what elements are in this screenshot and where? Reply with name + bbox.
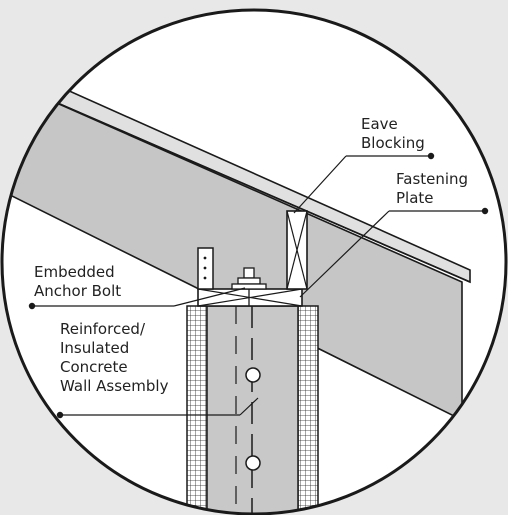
label-wall-assembly: Reinforced/ Insulated Concrete Wall Asse…: [60, 320, 168, 396]
rebar-circle-lower: [245, 455, 261, 471]
insulation-right: [297, 305, 319, 514]
label-anchor-bolt-line2: Anchor Bolt: [34, 282, 122, 300]
label-wall-assembly-line1: Reinforced/: [60, 320, 145, 338]
detail-circle-outline: [0, 8, 508, 515]
label-eave-blocking-line1: Eave: [361, 115, 398, 133]
label-wall-assembly-line4: Wall Assembly: [60, 377, 169, 395]
label-fastening-plate-line1: Fastening: [396, 170, 469, 188]
anchor-bolt: [243, 267, 255, 279]
label-anchor-bolt: Embedded Anchor Bolt: [34, 263, 121, 301]
label-eave-blocking: Eave Blocking: [361, 115, 425, 153]
label-eave-blocking-line2: Blocking: [361, 134, 425, 152]
label-wall-assembly-line3: Concrete: [60, 358, 128, 376]
label-anchor-bolt-line1: Embedded: [34, 263, 115, 281]
label-fastening-plate: Fastening Plate: [396, 170, 468, 208]
rebar-circle-upper: [245, 367, 261, 383]
insulation-left: [186, 305, 208, 514]
label-fastening-plate-line2: Plate: [396, 189, 434, 207]
label-wall-assembly-line2: Insulated: [60, 339, 130, 357]
